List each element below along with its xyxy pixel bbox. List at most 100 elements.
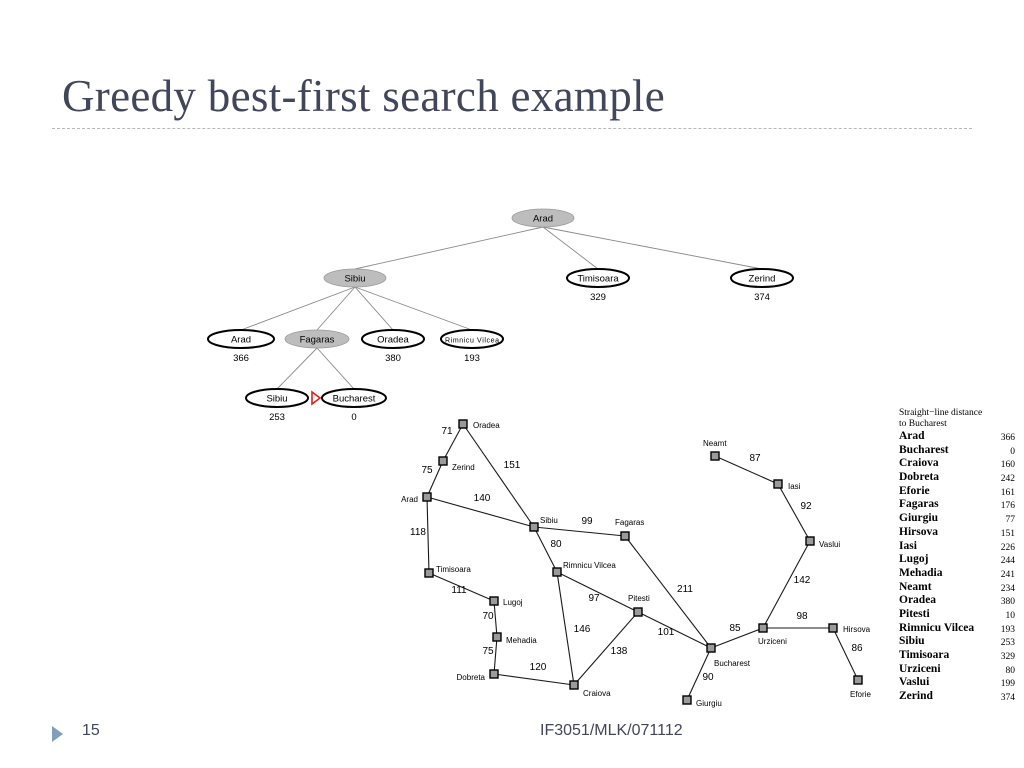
sld-city-name: Vaslui xyxy=(899,676,930,689)
sld-city-name: Rimnicu Vilcea xyxy=(899,621,975,634)
footer-bullet-triangle-right-icon xyxy=(52,726,63,742)
tree-edge xyxy=(316,347,355,390)
city-label-bucharest: Bucharest xyxy=(714,659,751,668)
sld-row: Giurgiu 77 xyxy=(899,512,1024,526)
road-sibiu-rimnicu xyxy=(533,526,558,573)
city-label-craiova: Craiova xyxy=(583,689,611,698)
road-distance-label: 75 xyxy=(482,646,494,657)
tree-node-arad: Arad 366 xyxy=(207,329,275,364)
road-distance-label: 71 xyxy=(441,426,453,437)
tree-node-ellipse xyxy=(361,329,425,349)
footer-course-code: IF3051/MLK/071112 xyxy=(540,722,683,739)
road-rimnicu-pitesti xyxy=(556,571,639,613)
sld-city-name: Neamt xyxy=(899,580,932,593)
tree-edge xyxy=(354,286,394,331)
sld-distance-value: 193 xyxy=(1000,624,1015,635)
sld-distance-value: 77 xyxy=(1005,515,1016,526)
sld-city-name: Craiova xyxy=(899,457,939,470)
sld-city-name: Arad xyxy=(899,430,925,442)
road-hirsova-eforie xyxy=(832,627,859,681)
sld-distance-value: 374 xyxy=(1000,693,1015,704)
sld-city-name: Urziceni xyxy=(899,662,941,675)
sld-distance-value: 10 xyxy=(1005,610,1016,621)
road-distance-label: 70 xyxy=(482,611,494,622)
road-distance-label: 118 xyxy=(410,527,426,538)
city-label-vaslui: Vaslui xyxy=(819,540,840,549)
tree-node-ellipse xyxy=(245,388,309,408)
tree-edge xyxy=(542,226,599,270)
sld-row: Rimnicu Vilcea 193 xyxy=(899,622,1024,636)
city-label-urziceni: Urziceni xyxy=(758,637,787,646)
road-bucharest-urziceni xyxy=(710,627,764,649)
tree-node-fagaras: Fagaras xyxy=(284,329,350,349)
sld-distance-value: 0 xyxy=(1010,446,1015,457)
sld-row: Neamt 234 xyxy=(899,581,1024,595)
road-fagaras-bucharest xyxy=(624,535,712,649)
sld-row: Craiova 160 xyxy=(899,457,1024,471)
tree-node-label: Bucharest xyxy=(333,393,376,404)
tree-node-ellipse xyxy=(207,329,275,349)
sld-city-name: Sibiu xyxy=(899,635,925,648)
road-distance-label: 87 xyxy=(749,453,761,464)
sld-distance-value: 160 xyxy=(1000,460,1015,471)
sld-row: Dobreta 242 xyxy=(899,471,1024,485)
city-marker-zerind xyxy=(438,456,448,466)
road-arad-sibiu xyxy=(426,496,535,528)
road-distance-label: 101 xyxy=(658,627,675,638)
sld-city-name: Bucharest xyxy=(899,443,949,456)
tree-node-label: Timisoara xyxy=(577,273,619,284)
sld-distance-value: 234 xyxy=(1000,583,1015,594)
tree-node-ellipse xyxy=(511,208,575,228)
tree-edge xyxy=(240,286,356,331)
road-iasi-neamt xyxy=(714,455,779,485)
city-marker-iasi xyxy=(773,479,783,489)
road-distance-label: 80 xyxy=(550,539,562,550)
tree-node-ellipse xyxy=(730,268,794,288)
tree-node-sibiu: Sibiu xyxy=(323,268,387,288)
road-timisoara-lugoj xyxy=(428,572,495,602)
city-label-eforie: Eforie xyxy=(850,690,871,699)
tree-node-heuristic-value: 329 xyxy=(590,292,606,303)
city-marker-lugoj xyxy=(489,596,499,606)
road-craiova-pitesti xyxy=(573,611,639,686)
tree-node-label: Oradea xyxy=(377,334,409,345)
road-distance-label: 142 xyxy=(794,575,811,586)
tree-node-label: Arad xyxy=(231,334,251,345)
road-distance-label: 146 xyxy=(574,624,591,635)
city-label-neamt: Neamt xyxy=(703,439,727,448)
city-label-rimnicu: Rimnicu Vilcea xyxy=(563,561,616,570)
tree-edge xyxy=(354,226,544,270)
sld-distance-value: 176 xyxy=(1000,501,1015,512)
sld-city-name: Mehadia xyxy=(899,566,943,579)
sld-city-name: Dobreta xyxy=(899,471,940,484)
tree-node-heuristic-value: 0 xyxy=(351,412,356,423)
tree-node-arad-root: Arad xyxy=(511,208,575,228)
city-marker-rimnicu xyxy=(552,567,562,577)
slide-title: Greedy best-first search example xyxy=(62,71,666,121)
city-marker-eforie xyxy=(853,675,863,685)
sld-city-name: Zerind xyxy=(899,690,933,703)
road-urziceni-vaslui xyxy=(762,540,811,629)
city-label-giurgiu: Giurgiu xyxy=(696,699,722,708)
road-distance-label: 75 xyxy=(421,465,433,476)
road-distance-label: 111 xyxy=(451,585,467,596)
road-bucharest-giurgiu xyxy=(686,647,712,701)
tree-node-heuristic-value: 366 xyxy=(233,353,249,364)
sld-distance-value: 242 xyxy=(1000,474,1015,485)
road-distance-label: 85 xyxy=(729,623,741,634)
sld-city-name: Giurgiu xyxy=(899,512,938,525)
sld-city-name: Timisoara xyxy=(899,649,950,661)
sld-city-name: Pitesti xyxy=(899,607,930,620)
goal-triangle-right-icon xyxy=(311,390,322,406)
